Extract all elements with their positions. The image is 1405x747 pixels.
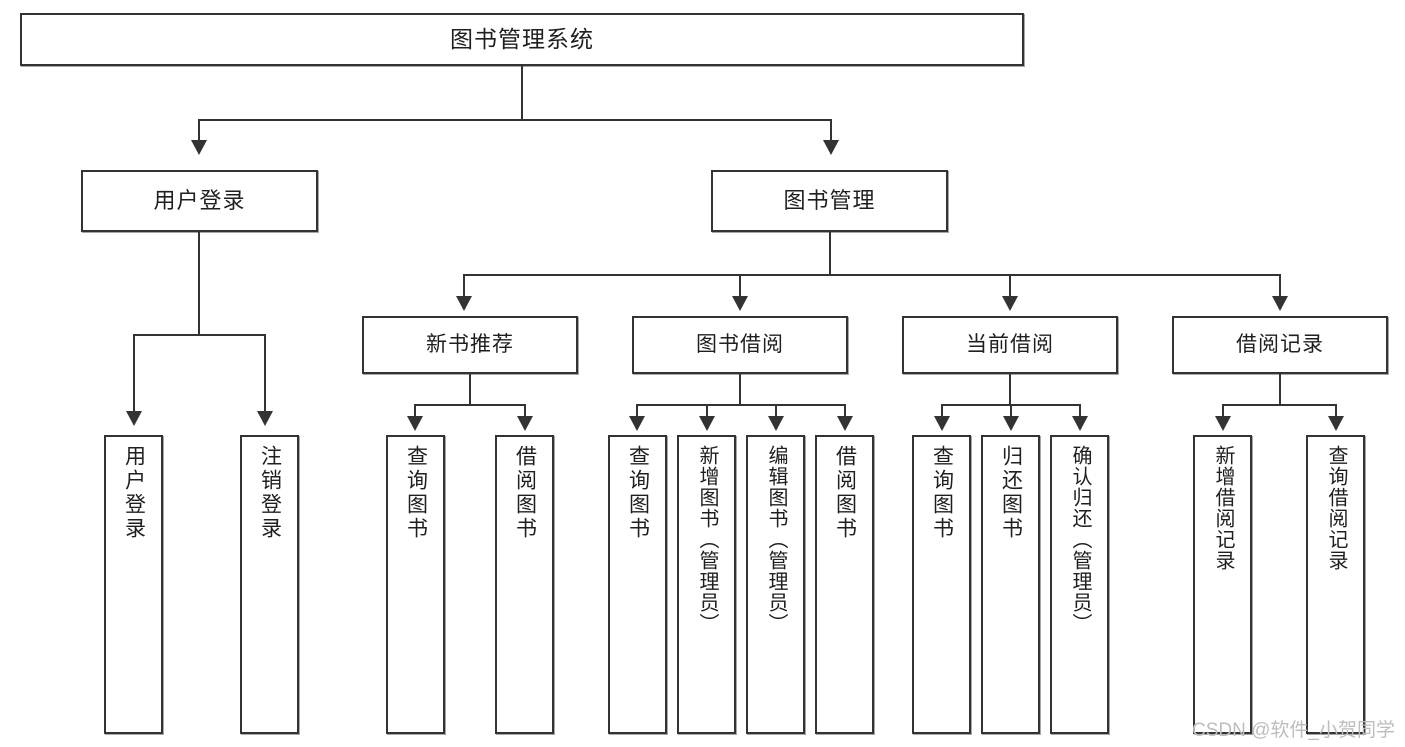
arrowhead-book-borrow-leaf-2 bbox=[699, 416, 715, 431]
connector-user-login-bar bbox=[133, 334, 266, 336]
connector-current-borrow-stem bbox=[1009, 374, 1011, 405]
leaf-node-borrow-book-recommend[interactable]: 借阅图书 bbox=[495, 435, 554, 734]
connector-root-to-book-management bbox=[830, 119, 832, 146]
node-current-borrow[interactable]: 当前借阅 bbox=[902, 316, 1118, 374]
node-label: 用户登录 bbox=[122, 445, 146, 541]
arrowhead-user-login-leaf-1 bbox=[126, 411, 142, 426]
connector-new-book-stem bbox=[469, 374, 471, 405]
connector-book-borrow-bar bbox=[636, 404, 845, 406]
leaf-node-user-login[interactable]: 用户登录 bbox=[104, 435, 163, 734]
leaf-node-return-book[interactable]: 归还图书 bbox=[981, 435, 1040, 734]
node-label: 查询图书 bbox=[404, 445, 428, 541]
arrowhead-current-borrow-leaf-3 bbox=[1072, 416, 1088, 431]
connector-current-borrow-leaf-3 bbox=[1079, 404, 1081, 420]
arrowhead-book-borrow-leaf-1 bbox=[629, 416, 645, 431]
leaf-node-add-borrow-record[interactable]: 新增借阅记录 bbox=[1193, 435, 1252, 734]
connector-borrow-record-stem bbox=[1279, 374, 1281, 405]
leaf-node-borrow-book[interactable]: 借阅图书 bbox=[815, 435, 874, 734]
connector-borrow-record-leaf-1 bbox=[1222, 404, 1224, 420]
connector-book-borrow-leaf-1 bbox=[636, 404, 638, 420]
watermark-text: CSDN @软件_小贺同学 bbox=[1192, 720, 1395, 741]
connector-bm-to-current-borrow bbox=[1009, 274, 1011, 302]
connector-new-book-leaf-1 bbox=[414, 404, 416, 420]
arrowhead-bm-to-borrow-record bbox=[1272, 296, 1288, 311]
node-label: 注销登录 bbox=[258, 445, 282, 541]
arrowhead-borrow-record-leaf-2 bbox=[1328, 416, 1344, 431]
node-label: 图书借阅 bbox=[696, 332, 784, 356]
node-label: 编辑图书（管理员） bbox=[765, 445, 787, 634]
connector-root-to-user-login bbox=[198, 119, 200, 146]
leaf-node-query-borrow-record[interactable]: 查询借阅记录 bbox=[1306, 435, 1365, 734]
connector-borrow-record-bar bbox=[1222, 404, 1337, 406]
node-label: 当前借阅 bbox=[966, 332, 1054, 356]
leaf-node-confirm-return-admin[interactable]: 确认归还（管理员） bbox=[1050, 435, 1109, 734]
arrowhead-root-to-user-login bbox=[191, 140, 207, 155]
arrowhead-current-borrow-leaf-2 bbox=[1003, 416, 1019, 431]
node-label: 查询借阅记录 bbox=[1325, 445, 1347, 571]
node-label: 新增图书（管理员） bbox=[696, 445, 718, 634]
leaf-node-edit-book-admin[interactable]: 编辑图书（管理员） bbox=[746, 435, 805, 734]
connector-book-borrow-leaf-2 bbox=[706, 404, 708, 420]
node-book-borrow[interactable]: 图书借阅 bbox=[632, 316, 848, 374]
arrowhead-bm-to-current-borrow bbox=[1002, 296, 1018, 311]
node-label: 图书管理 bbox=[783, 188, 876, 214]
arrowhead-book-borrow-leaf-4 bbox=[837, 416, 853, 431]
connector-book-borrow-leaf-3 bbox=[775, 404, 777, 420]
connector-book-borrow-stem bbox=[739, 374, 741, 405]
leaf-node-query-book-recommend[interactable]: 查询图书 bbox=[386, 435, 445, 734]
connector-book-management-bar bbox=[463, 274, 1281, 276]
connector-borrow-record-leaf-2 bbox=[1335, 404, 1337, 420]
node-label: 用户登录 bbox=[153, 188, 246, 214]
arrowhead-bm-to-book-borrow bbox=[732, 296, 748, 311]
connector-current-borrow-leaf-2 bbox=[1010, 404, 1012, 420]
node-label: 新增借阅记录 bbox=[1212, 445, 1234, 571]
connector-root-stem bbox=[521, 66, 523, 120]
node-label: 借阅记录 bbox=[1236, 332, 1324, 356]
connector-new-book-bar bbox=[414, 404, 526, 406]
node-root-book-management-system[interactable]: 图书管理系统 bbox=[20, 13, 1024, 66]
node-user-login[interactable]: 用户登录 bbox=[81, 170, 318, 232]
leaf-node-logout[interactable]: 注销登录 bbox=[240, 435, 299, 734]
arrowhead-user-login-leaf-2 bbox=[257, 411, 273, 426]
node-label: 确认归还（管理员） bbox=[1069, 445, 1091, 634]
node-label: 新书推荐 bbox=[426, 332, 514, 356]
connector-bm-to-borrow-record bbox=[1279, 274, 1281, 302]
connector-bm-to-book-borrow bbox=[739, 274, 741, 302]
node-book-management[interactable]: 图书管理 bbox=[711, 170, 948, 232]
arrowhead-current-borrow-leaf-1 bbox=[934, 416, 950, 431]
node-label: 查询图书 bbox=[930, 445, 954, 541]
connector-current-borrow-leaf-1 bbox=[941, 404, 943, 420]
arrowhead-bm-to-new-book bbox=[456, 296, 472, 311]
node-label: 归还图书 bbox=[999, 445, 1023, 541]
node-new-book-recommend[interactable]: 新书推荐 bbox=[362, 316, 578, 374]
arrowhead-root-to-book-management bbox=[823, 140, 839, 155]
connector-user-login-leaf-2 bbox=[264, 334, 266, 417]
connector-user-login-leaf-1 bbox=[133, 334, 135, 417]
connector-new-book-leaf-2 bbox=[524, 404, 526, 420]
arrowhead-book-borrow-leaf-3 bbox=[768, 416, 784, 431]
leaf-node-query-book-borrow[interactable]: 查询图书 bbox=[608, 435, 667, 734]
node-label: 查询图书 bbox=[626, 445, 650, 541]
node-label: 借阅图书 bbox=[833, 445, 857, 541]
arrowhead-new-book-leaf-2 bbox=[517, 416, 533, 431]
node-label: 借阅图书 bbox=[513, 445, 537, 541]
leaf-node-query-book-current[interactable]: 查询图书 bbox=[912, 435, 971, 734]
node-borrow-record[interactable]: 借阅记录 bbox=[1172, 316, 1388, 374]
connector-book-borrow-leaf-4 bbox=[844, 404, 846, 420]
connector-root-bar bbox=[198, 119, 832, 121]
connector-bm-to-new-book bbox=[463, 274, 465, 302]
node-label: 图书管理系统 bbox=[450, 26, 594, 53]
arrowhead-borrow-record-leaf-1 bbox=[1215, 416, 1231, 431]
leaf-node-add-book-admin[interactable]: 新增图书（管理员） bbox=[677, 435, 736, 734]
connector-book-management-stem bbox=[829, 232, 831, 275]
connector-user-login-stem bbox=[198, 232, 200, 335]
arrowhead-new-book-leaf-1 bbox=[407, 416, 423, 431]
